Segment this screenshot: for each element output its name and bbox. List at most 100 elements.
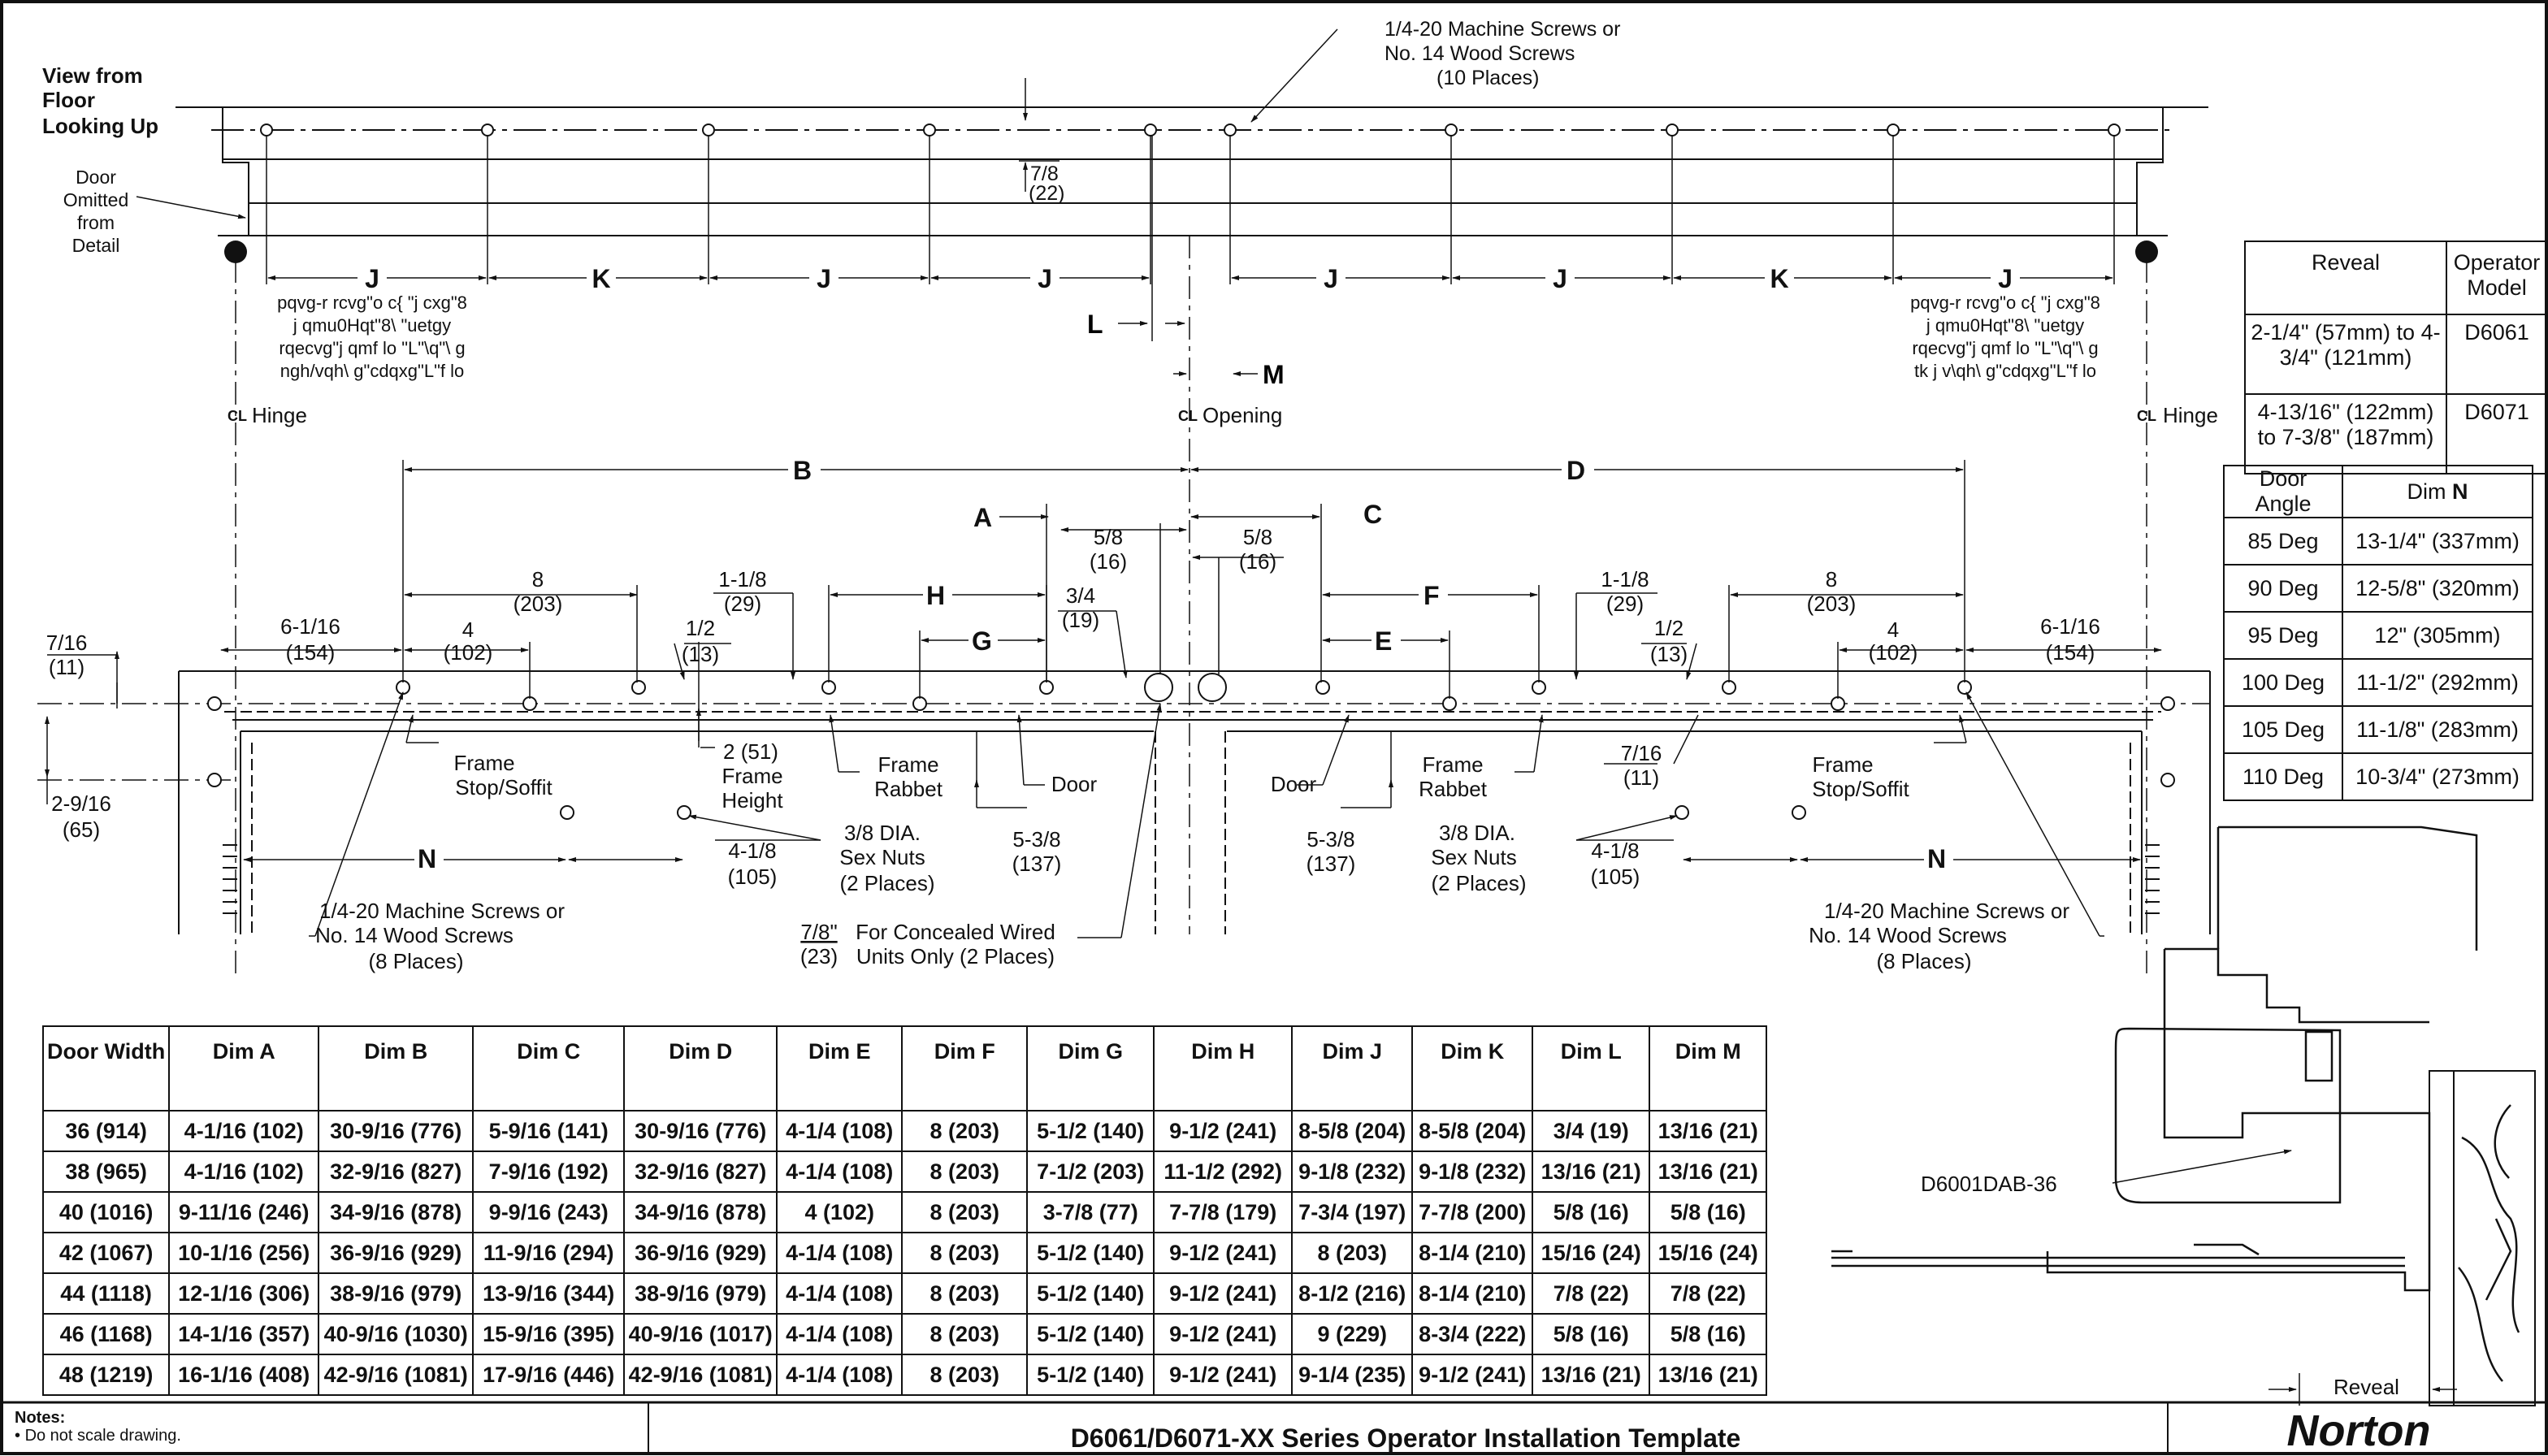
dim-105-left: (105)	[728, 864, 778, 889]
col-dim-e: Dim E	[776, 1025, 904, 1112]
table-cell: 5-1/2 (140)	[1026, 1313, 1155, 1355]
dim-letter-J: J	[1998, 264, 2013, 293]
table-cell: 7-9/16 (192)	[472, 1150, 626, 1193]
table-cell: 9-1/8 (232)	[1411, 1150, 1534, 1193]
dim-5-3-8-right: 5-3/8	[1306, 827, 1354, 852]
table-cell: 8 (203)	[901, 1191, 1029, 1233]
garbled-note-left-1: pqvg-r rcvg"o c{ "j cxg"8	[277, 292, 467, 313]
table-cell: 44 (1118)	[41, 1272, 171, 1315]
dim-letter-K: K	[592, 264, 610, 293]
col-dim-m: Dim M	[1649, 1025, 1768, 1112]
table-cell: 7-1/2 (203)	[1026, 1150, 1155, 1193]
view-label-line-2: Floor	[42, 88, 95, 112]
table-row: 44 (1118)12-1/16 (306)38-9/16 (979)13-9/…	[41, 1272, 1768, 1315]
dim-3-4: 3/4	[1066, 583, 1095, 608]
table-cell: 10-1/16 (256)	[168, 1232, 320, 1274]
col-door-width: Door Width	[41, 1025, 171, 1112]
table-cell: 9 (229)	[1291, 1313, 1414, 1355]
top-screws-line-1: 1/4-20 Machine Screws or	[1384, 18, 1620, 41]
frame-stop-right-2: Stop/Soffit	[1812, 777, 1909, 801]
dim-letter-K: K	[1770, 264, 1788, 293]
table-cell: 8 (203)	[901, 1232, 1029, 1274]
concealed-dim-1: 7/8"	[800, 920, 837, 944]
dim-n-value: 10-3/4" (273mm)	[2342, 752, 2533, 801]
table-cell: 4-1/4 (108)	[776, 1150, 904, 1193]
dimension-table: Door Width Dim A Dim B Dim C Dim D Dim E…	[41, 1025, 1768, 1396]
table-cell: 9-9/16 (243)	[472, 1191, 626, 1233]
dim-11-left: (11)	[49, 655, 84, 679]
frame-rabbet-left-2: Rabbet	[874, 777, 943, 801]
door-omitted-line-3: from	[77, 212, 115, 233]
notes-title: Notes:	[15, 1409, 66, 1427]
table-cell: 8-1/4 (210)	[1411, 1272, 1534, 1315]
door-angle: 90 Deg	[2223, 564, 2343, 613]
reveal-range: 4-13/16" (122mm) to 7-3/8" (187mm)	[2244, 393, 2447, 474]
table-cell: 9-1/2 (241)	[1153, 1313, 1294, 1355]
dim-203-left: (203)	[514, 592, 563, 616]
frame-rabbet-left-1: Frame	[878, 752, 938, 777]
dim-n-value: 11-1/2" (292mm)	[2342, 658, 2533, 707]
table-cell: 8-5/8 (204)	[1291, 1110, 1414, 1152]
door-omitted-line-4: Detail	[72, 235, 120, 256]
note-1: • Do not scale drawing.	[15, 1427, 181, 1445]
col-dim-f: Dim F	[901, 1025, 1029, 1112]
col-dim-d: Dim D	[623, 1025, 778, 1112]
table-cell: 15/16 (24)	[1532, 1232, 1651, 1274]
table-cell: 42 (1067)	[41, 1232, 171, 1274]
table-cell: 13/16 (21)	[1532, 1150, 1651, 1193]
dim-2-9-16: 2-9/16	[51, 791, 111, 816]
table-row: 46 (1168)14-1/16 (357)40-9/16 (1030)15-9…	[41, 1313, 1768, 1355]
dim-letter-J: J	[365, 264, 379, 293]
table-cell: 13-9/16 (344)	[472, 1272, 626, 1315]
table-cell: 3/4 (19)	[1532, 1110, 1651, 1152]
col-dim-h: Dim H	[1153, 1025, 1294, 1112]
table-cell: 14-1/16 (357)	[168, 1313, 320, 1355]
table-cell: 9-1/2 (241)	[1153, 1110, 1294, 1152]
table-cell: 32-9/16 (827)	[623, 1150, 778, 1193]
table-cell: 7/8 (22)	[1532, 1272, 1651, 1315]
dim-letter-J: J	[1553, 264, 1567, 293]
table-cell: 5-9/16 (141)	[472, 1110, 626, 1152]
door-angle: 110 Deg	[2223, 752, 2343, 801]
dim-154-right: (154)	[2046, 640, 2095, 665]
sex-nuts-right-2: Sex Nuts	[1431, 845, 1517, 869]
table-cell: 8-5/8 (204)	[1411, 1110, 1534, 1152]
dim-154-left: (154)	[286, 640, 336, 665]
sex-nuts-left-2: Sex Nuts	[839, 845, 925, 869]
table-cell: 38-9/16 (979)	[318, 1272, 474, 1315]
col-dim-k: Dim K	[1411, 1025, 1534, 1112]
bottom-screws-left-1: 1/4-20 Machine Screws or	[319, 899, 565, 923]
table-cell: 4-1/4 (108)	[776, 1110, 904, 1152]
top-screws-line-3: (10 Places)	[1436, 67, 1539, 89]
dim-5-8-right: 5/8	[1243, 525, 1272, 549]
table-cell: 7/8 (22)	[1649, 1272, 1768, 1315]
dim-65: (65)	[63, 817, 100, 842]
table-row: 48 (1219)16-1/16 (408)42-9/16 (1081)17-9…	[41, 1354, 1768, 1396]
table-cell: 8 (203)	[901, 1150, 1029, 1193]
brand-logo: Norton	[2286, 1406, 2431, 1455]
dim-letter-B: B	[793, 456, 812, 485]
table-cell: 9-1/2 (241)	[1153, 1272, 1294, 1315]
door-omitted-line-2: Omitted	[63, 189, 129, 210]
col-dim-b: Dim B	[318, 1025, 474, 1112]
door-angle: 100 Deg	[2223, 658, 2343, 707]
table-row: 40 (1016)9-11/16 (246)34-9/16 (878)9-9/1…	[41, 1191, 1768, 1233]
table-cell: 4-1/4 (108)	[776, 1313, 904, 1355]
table-cell: 36-9/16 (929)	[318, 1232, 474, 1274]
dim-letter-N-right: N	[1927, 844, 1946, 873]
table-cell: 36 (914)	[41, 1110, 171, 1152]
angle-table-header: Door Angle Dim N	[2223, 465, 2533, 518]
table-cell: 40 (1016)	[41, 1191, 171, 1233]
table-cell: 5/8 (16)	[1532, 1191, 1651, 1233]
hinge-label-right: Hinge	[2163, 403, 2218, 427]
dimension-table-body: 36 (914)4-1/16 (102)30-9/16 (776)5-9/16 …	[41, 1110, 1768, 1396]
dim-letter-J: J	[1038, 264, 1052, 293]
table-cell: 8 (203)	[901, 1110, 1029, 1152]
garbled-note-right-2: j qmu0Hqt"8\ "uetgy	[1926, 315, 2084, 336]
dim-n-value: 11-1/8" (283mm)	[2342, 705, 2533, 754]
dim-letter-A: A	[973, 503, 992, 532]
reveal-label: Reveal	[2334, 1375, 2399, 1399]
